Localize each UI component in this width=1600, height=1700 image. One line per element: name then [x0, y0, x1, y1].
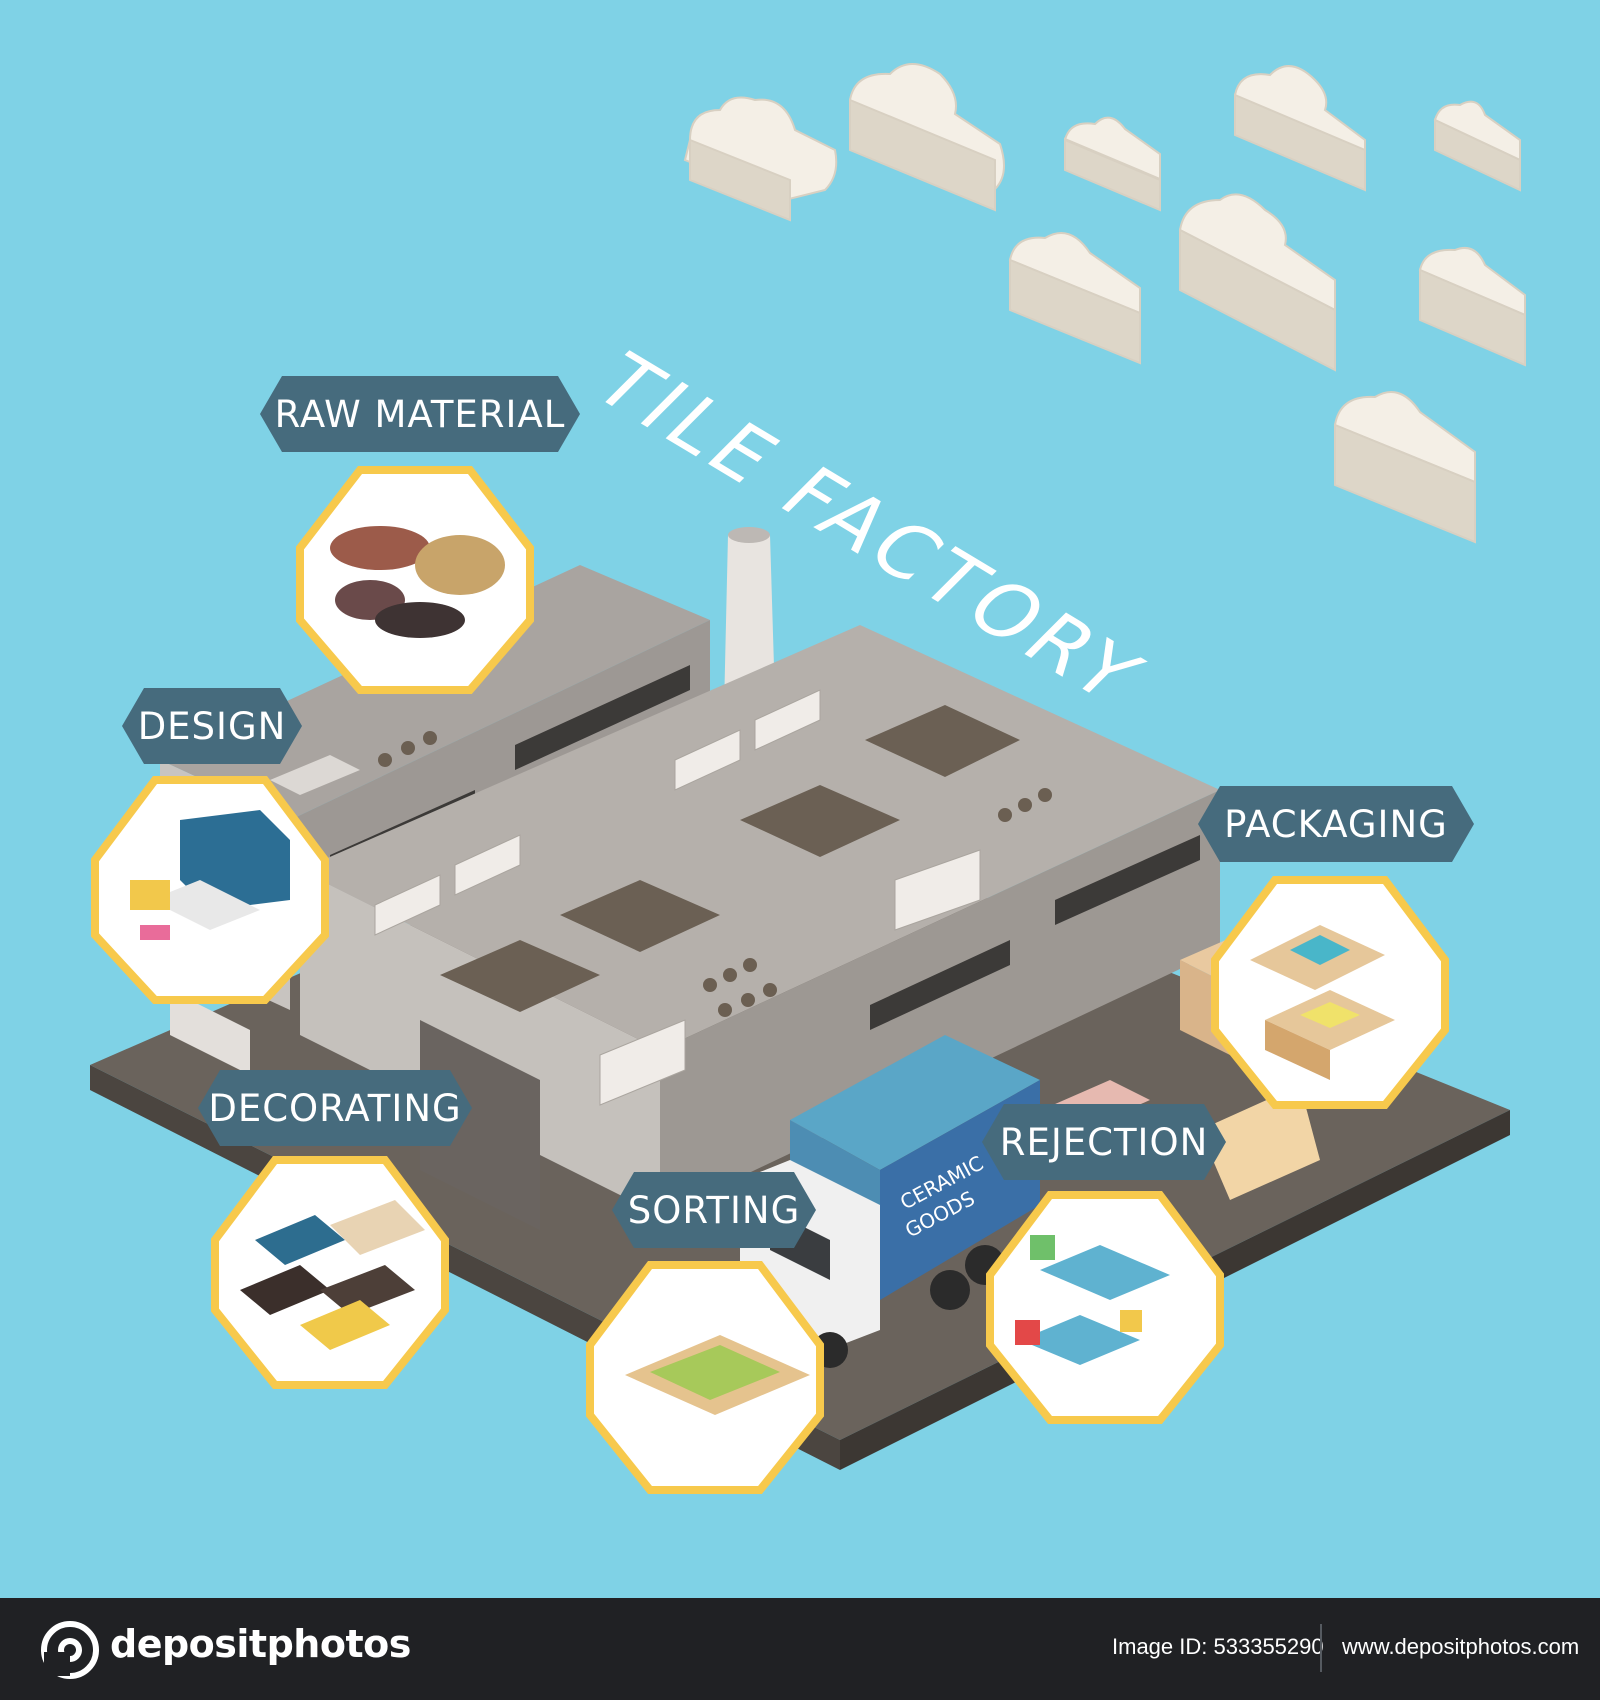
- design-circle: [91, 776, 329, 1004]
- decorating-circle: [211, 1156, 449, 1389]
- cloud-2: [849, 63, 1005, 212]
- clouds: [683, 63, 1526, 544]
- label-rejection: REJECTION: [982, 1104, 1226, 1180]
- cloud-3: [1064, 116, 1161, 212]
- cloud-1: [683, 96, 838, 222]
- label-packaging: PACKAGING: [1198, 786, 1474, 862]
- rejection-circle: [986, 1191, 1224, 1424]
- label-sorting: SORTING: [612, 1172, 816, 1248]
- cloud-8: [1418, 246, 1526, 367]
- image-id-value: 533355290: [1213, 1634, 1324, 1659]
- sorting-circle: [586, 1261, 824, 1494]
- packaging-circle: [1211, 876, 1449, 1109]
- depositphotos-logo-icon: [41, 1621, 99, 1679]
- image-id-text: Image ID: 533355290: [1112, 1634, 1324, 1660]
- footer-url[interactable]: www.depositphotos.com: [1342, 1634, 1580, 1659]
- label-decorating: DECORATING: [198, 1070, 472, 1146]
- raw-material-circle: [296, 466, 534, 694]
- cloud-9: [1333, 391, 1476, 544]
- footer-bar: depositphotos Image ID: 533355290 www.de…: [0, 1598, 1600, 1700]
- image-id-label: Image ID:: [1112, 1634, 1208, 1659]
- footer-separator: [1320, 1624, 1322, 1672]
- scene-illustration: CERAMIC GOODS: [90, 63, 1526, 1494]
- cloud-7: [1178, 193, 1336, 372]
- cloud-4: [1234, 65, 1366, 192]
- stage-circles: [91, 466, 1449, 1494]
- label-design: DESIGN: [122, 688, 302, 764]
- main-building: [170, 625, 1220, 1230]
- footer-brand: depositphotos: [110, 1622, 411, 1666]
- cloud-5: [1433, 100, 1521, 192]
- label-raw-material: RAW MATERIAL: [260, 376, 580, 452]
- cloud-6: [1008, 232, 1141, 365]
